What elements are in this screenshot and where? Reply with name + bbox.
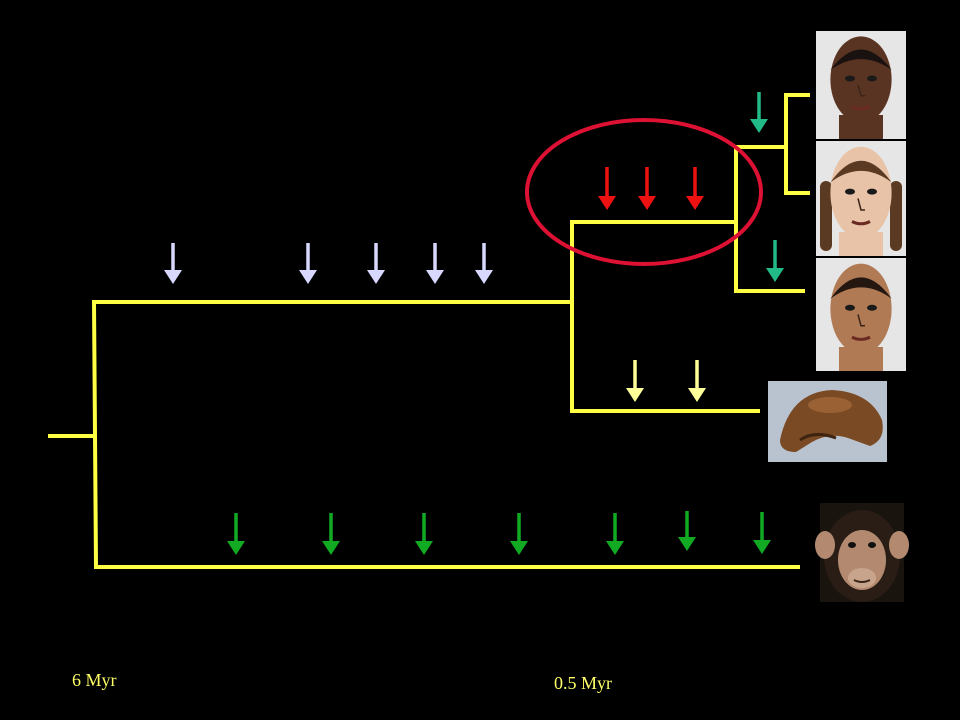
arrow-red-2 (638, 167, 656, 210)
chimp-right-ear (889, 531, 909, 559)
time-label-6myr: 6 Myr (72, 670, 117, 690)
right-eye (867, 304, 877, 311)
arrow-green-2-head (322, 541, 340, 555)
arrow-red-1-head (598, 196, 616, 210)
face-african-photo (816, 31, 906, 139)
arrow-ancestral-4-head (426, 270, 444, 284)
arrow-ancestral-5-head (475, 270, 493, 284)
arrow-ancestral-2-head (299, 270, 317, 284)
arrow-green-1 (227, 513, 245, 555)
arrow-ancestral-3-head (367, 270, 385, 284)
arrow-ancestral-3 (367, 243, 385, 284)
arrow-pale-yellow-2-head (688, 388, 706, 402)
arrow-red-2-head (638, 196, 656, 210)
chimp-left-ear (815, 531, 835, 559)
hair (830, 160, 892, 183)
highlight-ellipse (525, 118, 763, 266)
arrow-green-1-head (227, 541, 245, 555)
arrow-pale-yellow-1-head (626, 388, 644, 402)
left-braid (820, 181, 832, 251)
left-eye (845, 304, 855, 311)
arrow-green-6 (678, 511, 696, 551)
arrow-green-4-head (510, 541, 528, 555)
left-eye (845, 75, 855, 82)
chimp-left-eye (848, 542, 856, 548)
nose (857, 314, 865, 327)
nose (857, 84, 865, 97)
archaic-skull-photo (768, 381, 887, 462)
hair (830, 277, 892, 299)
nose (857, 198, 865, 211)
face-european-photo (816, 141, 906, 256)
arrow-red-3 (686, 167, 704, 210)
chimpanzee-photo (815, 503, 909, 602)
arrow-teal-1-head (750, 119, 768, 133)
chimp-muzzle (848, 568, 876, 588)
left-eye (845, 188, 855, 195)
right-eye (867, 188, 877, 195)
tip-photos (768, 31, 909, 602)
arrow-green-7 (753, 512, 771, 554)
arrow-ancestral-4 (426, 243, 444, 284)
arrow-red-3-head (686, 196, 704, 210)
arrow-green-3 (415, 513, 433, 555)
face-middle-eastern-photo (816, 258, 906, 371)
highlight-ellipse-layer (525, 118, 763, 266)
arrow-ancestral-2 (299, 243, 317, 284)
skull-highlight (808, 397, 852, 413)
brow-ridge (799, 433, 837, 442)
arrow-pale-yellow-1 (626, 360, 644, 402)
arrow-pale-yellow-2 (688, 360, 706, 402)
mutation-arrows (164, 92, 784, 555)
arrow-ancestral-5 (475, 243, 493, 284)
right-braid (890, 181, 902, 251)
arrow-teal-2-head (766, 268, 784, 282)
arrow-teal-1 (750, 92, 768, 133)
arrow-green-2 (322, 513, 340, 555)
arrow-red-1 (598, 167, 616, 210)
arrow-teal-2 (766, 240, 784, 282)
arrow-ancestral-1 (164, 243, 182, 284)
right-eye (867, 75, 877, 82)
arrow-green-4 (510, 513, 528, 555)
chimp-right-eye (868, 542, 876, 548)
arrow-green-7-head (753, 540, 771, 554)
arrow-ancestral-1-head (164, 270, 182, 284)
arrow-green-5 (606, 513, 624, 555)
mouth (851, 105, 871, 111)
arrow-green-6-head (678, 537, 696, 551)
mouth (851, 335, 871, 341)
arrow-green-5-head (606, 541, 624, 555)
hair (830, 49, 892, 70)
mouth (851, 220, 871, 226)
arrow-green-3-head (415, 541, 433, 555)
chimp-mouth (853, 579, 871, 583)
time-label-0-5myr: 0.5 Myr (554, 673, 612, 693)
root-vertical (91, 299, 99, 570)
tree-branches (48, 93, 810, 570)
